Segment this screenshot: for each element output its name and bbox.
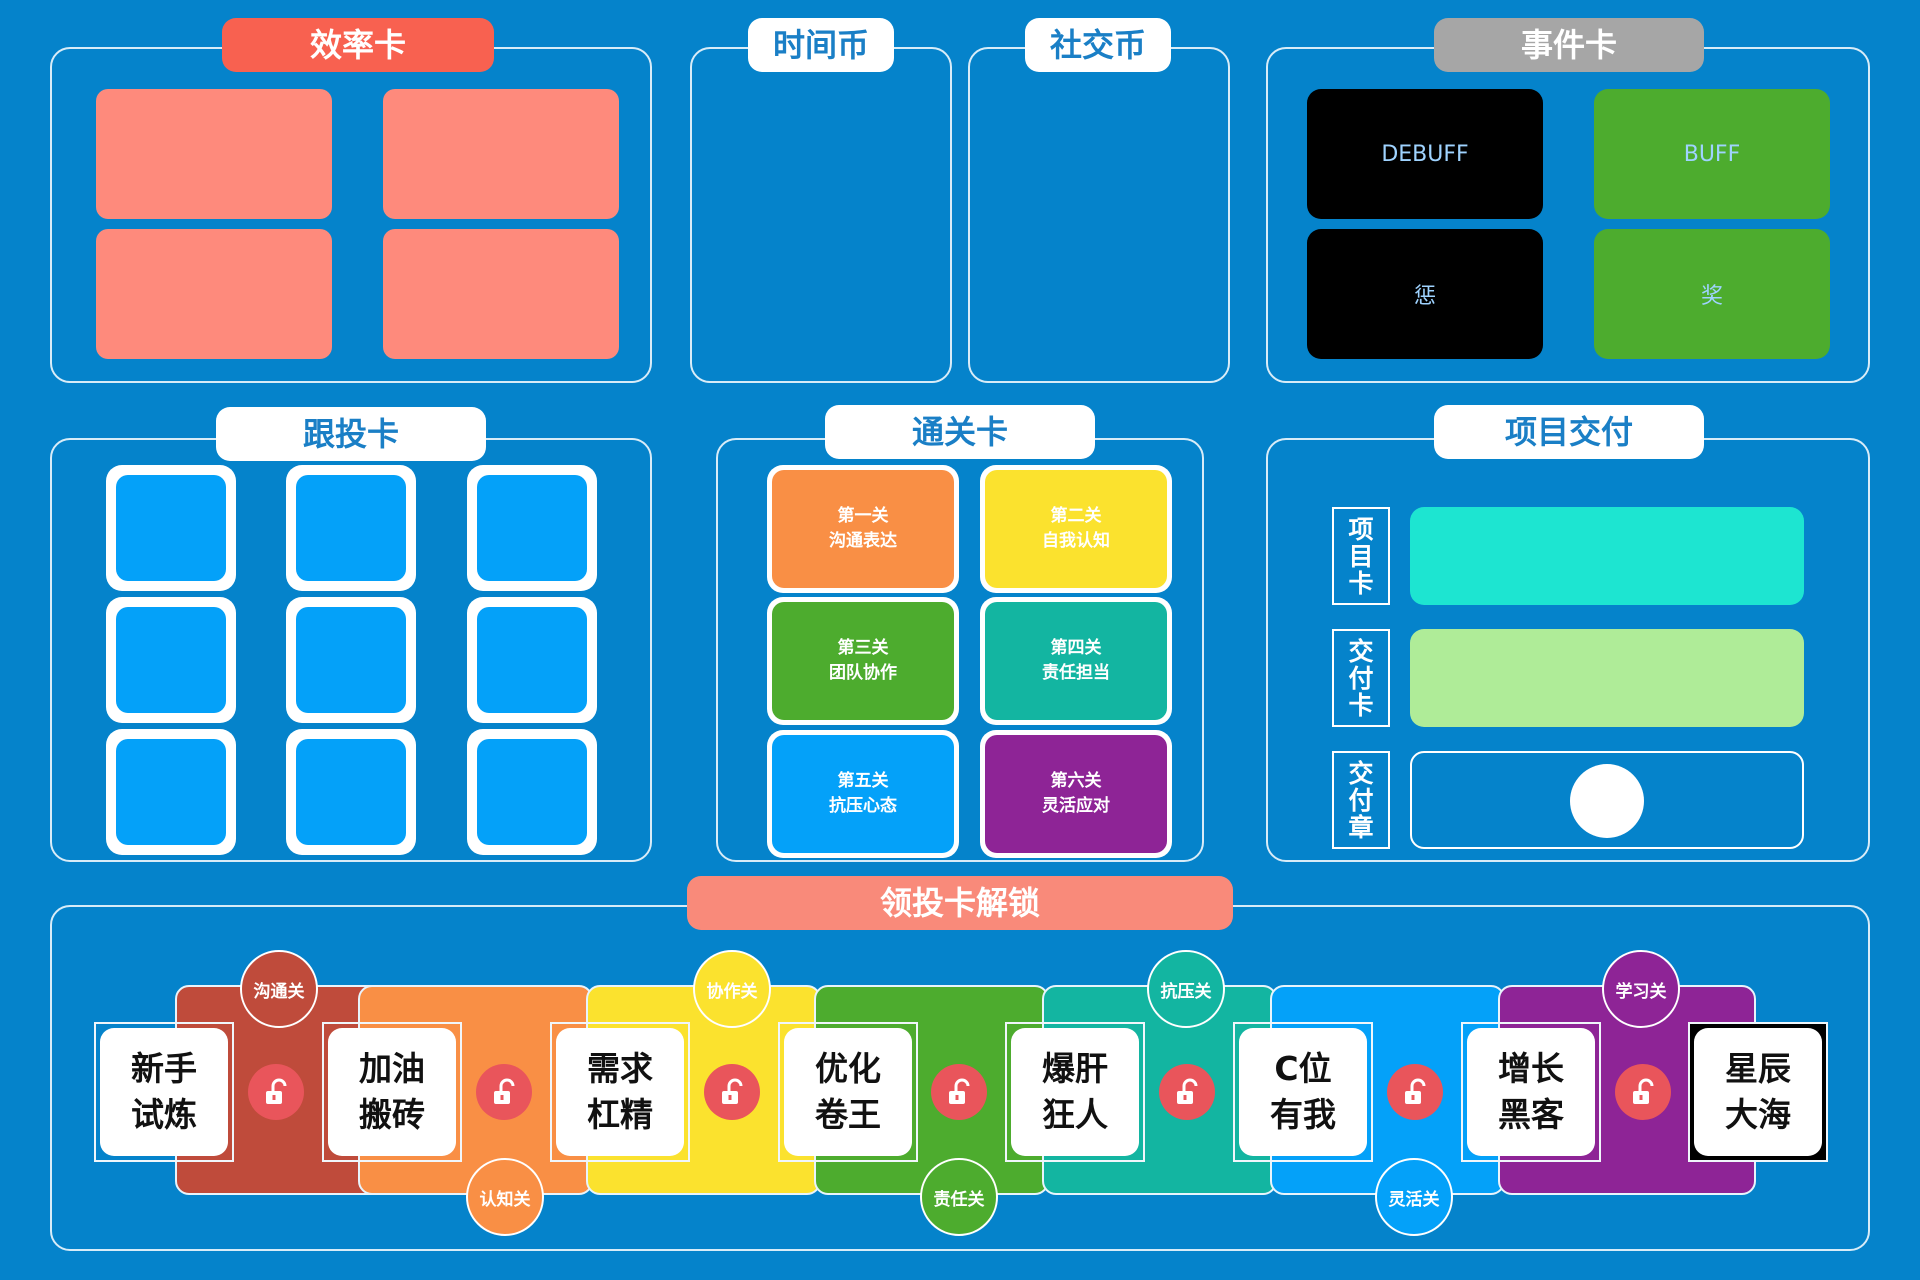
stage-card-7[interactable]: 增长黑客: [1461, 1022, 1601, 1162]
follow-slot[interactable]: [106, 729, 236, 855]
unlock-icon[interactable]: [704, 1064, 760, 1120]
stage-label-line1: 优化: [815, 1049, 881, 1088]
project-card-slot[interactable]: [1410, 507, 1804, 605]
stage-label-line2: 有我: [1270, 1095, 1336, 1134]
level-card-1[interactable]: 第一关沟通表达: [767, 465, 959, 593]
project-card-label: 项目卡: [1332, 507, 1390, 605]
stage-label-line2: 黑客: [1498, 1095, 1564, 1134]
stage-label-line1: 新手: [131, 1049, 197, 1088]
efficiency-card-2[interactable]: [383, 89, 619, 219]
social-coin-title: 社交币: [1025, 18, 1171, 72]
follow-slot[interactable]: [106, 597, 236, 723]
stage-label-line1: 爆肝: [1042, 1049, 1108, 1088]
level-name: 第五关: [837, 771, 889, 791]
follow-slot[interactable]: [286, 465, 416, 591]
stage-label-line1: C位: [1274, 1049, 1332, 1088]
follow-slot[interactable]: [286, 597, 416, 723]
stage-card-8[interactable]: 星辰大海: [1688, 1022, 1828, 1162]
stage-card-4[interactable]: 优化卷王: [778, 1022, 918, 1162]
level-name: 第四关: [1050, 638, 1102, 658]
stage-label-line2: 搬砖: [359, 1095, 425, 1134]
stage-label-line2: 大海: [1725, 1095, 1791, 1134]
stage-label-line2: 试炼: [131, 1095, 197, 1134]
stage-label-line2: 杠精: [587, 1095, 653, 1134]
follow-slot[interactable]: [467, 597, 597, 723]
delivery-title: 项目交付: [1434, 405, 1704, 459]
delivery-card-slot[interactable]: [1410, 629, 1804, 727]
level-theme: 沟通表达: [829, 531, 897, 551]
level-badge: 协作关: [693, 950, 771, 1028]
stamp-token[interactable]: [1570, 764, 1644, 838]
level-name: 第六关: [1050, 771, 1102, 791]
level-badge: 责任关: [920, 1158, 998, 1236]
buff-card[interactable]: BUFF: [1594, 89, 1830, 219]
event-title: 事件卡: [1434, 18, 1704, 72]
delivery-stamp-label: 交付章: [1332, 751, 1390, 849]
efficiency-card-1[interactable]: [96, 89, 332, 219]
level-name: 第二关: [1050, 506, 1102, 526]
stage-card-1[interactable]: 新手试炼: [94, 1022, 234, 1162]
delivery-stamp-slot[interactable]: [1410, 751, 1804, 849]
stage-label-line2: 卷王: [815, 1095, 881, 1134]
level-theme: 灵活应对: [1042, 796, 1110, 816]
level-card-2[interactable]: 第二关自我认知: [980, 465, 1172, 593]
level-badge: 抗压关: [1147, 950, 1225, 1028]
unlock-icon[interactable]: [476, 1064, 532, 1120]
unlock-icon[interactable]: [931, 1064, 987, 1120]
level-badge: 灵活关: [1375, 1158, 1453, 1236]
time-coin-panel[interactable]: [690, 47, 952, 383]
efficiency-card-4[interactable]: [383, 229, 619, 359]
stage-label-line2: 狂人: [1042, 1095, 1108, 1134]
clear-title: 通关卡: [825, 405, 1095, 459]
level-badge: 沟通关: [240, 950, 318, 1028]
follow-slot[interactable]: [106, 465, 236, 591]
penalty-card[interactable]: 惩: [1307, 229, 1543, 359]
level-theme: 责任担当: [1042, 663, 1110, 683]
efficiency-title: 效率卡: [222, 18, 494, 72]
follow-title: 跟投卡: [216, 407, 486, 461]
stage-card-2[interactable]: 加油搬砖: [322, 1022, 462, 1162]
level-card-4[interactable]: 第四关责任担当: [980, 597, 1172, 725]
unlock-icon[interactable]: [248, 1064, 304, 1120]
unlock-icon[interactable]: [1615, 1064, 1671, 1120]
stage-card-6[interactable]: C位有我: [1233, 1022, 1373, 1162]
level-theme: 自我认知: [1042, 531, 1110, 551]
social-coin-panel[interactable]: [968, 47, 1230, 383]
efficiency-card-3[interactable]: [96, 229, 332, 359]
level-name: 第一关: [837, 506, 889, 526]
level-card-5[interactable]: 第五关抗压心态: [767, 730, 959, 858]
level-name: 第三关: [837, 638, 889, 658]
delivery-card-label: 交付卡: [1332, 629, 1390, 727]
level-card-3[interactable]: 第三关团队协作: [767, 597, 959, 725]
level-card-6[interactable]: 第六关灵活应对: [980, 730, 1172, 858]
stage-card-5[interactable]: 爆肝狂人: [1005, 1022, 1145, 1162]
level-badge: 认知关: [466, 1158, 544, 1236]
unlock-icon[interactable]: [1387, 1064, 1443, 1120]
level-theme: 团队协作: [829, 663, 897, 683]
debuff-card[interactable]: DEBUFF: [1307, 89, 1543, 219]
level-badge: 学习关: [1602, 950, 1680, 1028]
stage-label-line1: 星辰: [1725, 1049, 1791, 1088]
follow-slot[interactable]: [467, 729, 597, 855]
stage-label-line1: 增长: [1498, 1049, 1564, 1088]
stage-label-line1: 加油: [359, 1049, 425, 1088]
reward-card[interactable]: 奖: [1594, 229, 1830, 359]
follow-slot[interactable]: [467, 465, 597, 591]
unlock-icon[interactable]: [1159, 1064, 1215, 1120]
follow-slot[interactable]: [286, 729, 416, 855]
time-coin-title: 时间币: [748, 18, 894, 72]
stage-card-3[interactable]: 需求杠精: [550, 1022, 690, 1162]
stage-label-line1: 需求: [587, 1049, 653, 1088]
unlock-title: 领投卡解锁: [687, 876, 1233, 930]
level-theme: 抗压心态: [829, 796, 897, 816]
